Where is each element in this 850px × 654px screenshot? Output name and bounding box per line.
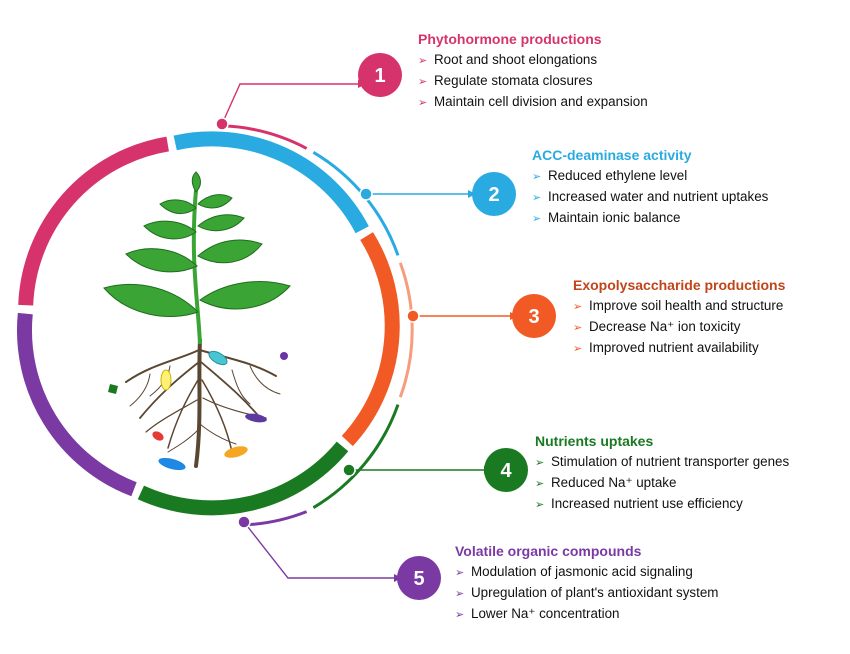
dot-1 — [215, 117, 229, 131]
list-item-text: Increased water and nutrient uptakes — [548, 189, 769, 204]
badge-5-circle — [397, 556, 441, 600]
badge-3-number: 3 — [528, 306, 539, 328]
badge-2-number: 2 — [488, 184, 499, 206]
list-item: ➢ Decrease Na⁺ ion toxicity — [573, 317, 785, 338]
arrow-bullet-icon: ➢ — [573, 301, 583, 313]
step-3-block: Exopolysaccharide productions ➢ Improve s… — [573, 277, 785, 359]
arrow-bullet-icon: ➢ — [532, 213, 542, 225]
dot-2 — [359, 187, 373, 201]
list-item: ➢ Increased nutrient use efficiency — [535, 494, 789, 515]
arrow-bullet-icon: ➢ — [455, 567, 465, 579]
connector-dots — [215, 117, 420, 529]
list-item-text: Reduced ethylene level — [548, 168, 688, 183]
list-item: ➢ Maintain ionic balance — [532, 208, 768, 229]
thin-arc-purple — [242, 510, 308, 527]
microbe-icon — [108, 350, 288, 471]
list-item: ➢ Improve soil health and structure — [573, 296, 785, 317]
step-2-list: ➢ Reduced ethylene level ➢ Increased water… — [532, 166, 768, 229]
thin-arc-cyan — [312, 151, 400, 256]
stem — [191, 189, 202, 345]
arrow-bullet-icon: ➢ — [532, 171, 542, 183]
thin-arc-orange — [398, 262, 414, 398]
badge-1-number: 1 — [374, 65, 385, 87]
step-5-title: Volatile organic compounds — [455, 543, 642, 559]
step-1-block: Phytohormone productions ➢ Root and shoot… — [418, 31, 648, 113]
arrow-bullet-icon: ➢ — [573, 343, 583, 355]
step-2-block: ACC-deaminase activity ➢ Reduced ethylene… — [532, 147, 768, 229]
badge-5-number: 5 — [413, 568, 424, 590]
ring-segment-pink — [18, 136, 169, 306]
list-item-text: Maintain ionic balance — [548, 210, 681, 225]
list-item: ➢ Upregulation of plant's antioxidant sys… — [455, 583, 718, 604]
ring-segment-green — [137, 441, 349, 516]
ring-segment-purple — [17, 312, 137, 497]
list-item-text: Improved nutrient availability — [589, 340, 759, 355]
list-item-text: Regulate stomata closures — [434, 73, 593, 88]
arrow-bullet-icon: ➢ — [573, 322, 583, 334]
step-1-title: Phytohormone productions — [418, 31, 602, 47]
step-5-list: ➢ Modulation of jasmonic acid signaling ➢… — [455, 562, 718, 625]
step-3-list: ➢ Improve soil health and structure ➢ Decr… — [573, 296, 785, 359]
arrow-bullet-icon: ➢ — [418, 76, 428, 88]
connector-5 — [243, 521, 394, 579]
thin-arc-pink — [222, 124, 308, 150]
list-item-text: Improve soil health and structure — [589, 298, 784, 313]
list-item-text: Lower Na⁺ concentration — [471, 606, 620, 621]
step-5-block: Volatile organic compounds ➢ Modulation o… — [455, 543, 718, 625]
arrow-bullet-icon: ➢ — [535, 499, 545, 511]
badge-4-number: 4 — [500, 460, 512, 482]
connector-1 — [221, 83, 358, 125]
arrow-bullet-icon: ➢ — [532, 192, 542, 204]
step-4-list: ➢ Stimulation of nutrient transporter gen… — [535, 452, 789, 515]
list-item: ➢ Lower Na⁺ concentration — [455, 604, 718, 625]
list-item: ➢ Stimulation of nutrient transporter gen… — [535, 452, 789, 473]
arrow-bullet-icon: ➢ — [418, 55, 428, 67]
list-item-text: Maintain cell division and expansion — [434, 94, 648, 109]
list-item: ➢ Regulate stomata closures — [418, 71, 648, 92]
list-item: ➢ Increased water and nutrient uptakes — [532, 187, 768, 208]
list-item-text: Reduced Na⁺ uptake — [551, 475, 677, 490]
list-item-text: Upregulation of plant's antioxidant syst… — [471, 585, 719, 600]
list-item-text: Decrease Na⁺ ion toxicity — [589, 319, 741, 334]
dot-4 — [342, 463, 356, 477]
list-item-text: Modulation of jasmonic acid signaling — [471, 564, 693, 579]
list-item: ➢ Modulation of jasmonic acid signaling — [455, 562, 718, 583]
outer-ring — [17, 131, 400, 516]
list-item: ➢ Improved nutrient availability — [573, 338, 785, 359]
arrow-bullet-icon: ➢ — [455, 588, 465, 600]
arrow-bullet-icon: ➢ — [418, 97, 428, 109]
list-item: ➢ Maintain cell division and expansion — [418, 92, 648, 113]
step-4-block: Nutrients uptakes ➢ Stimulation of nutrie… — [535, 433, 789, 515]
badge-1-circle — [358, 53, 402, 97]
list-item: ➢ Reduced ethylene level — [532, 166, 768, 187]
list-item-text: Stimulation of nutrient transporter gene… — [551, 454, 790, 469]
list-item-text: Increased nutrient use efficiency — [551, 496, 743, 511]
arrow-bullet-icon: ➢ — [455, 609, 465, 621]
connector-arrowheads — [358, 80, 518, 582]
list-item-text: Root and shoot elongations — [434, 52, 598, 67]
list-item: ➢ Reduced Na⁺ uptake — [535, 473, 789, 494]
thin-arc-green — [312, 404, 400, 509]
step-4-title: Nutrients uptakes — [535, 433, 654, 449]
step-1-list: ➢ Root and shoot elongations ➢ Regulate st… — [418, 50, 648, 113]
connectors — [221, 83, 510, 579]
leaves — [103, 171, 291, 317]
ring-segment-cyan — [173, 131, 369, 234]
badge-2-circle — [472, 172, 516, 216]
dot-3 — [406, 309, 420, 323]
arrow-bullet-icon: ➢ — [535, 478, 545, 490]
plant-with-roots-icon — [103, 171, 291, 471]
step-3-title: Exopolysaccharide productions — [573, 277, 786, 293]
badge-4-circle — [484, 448, 528, 492]
arrow-bullet-icon: ➢ — [535, 457, 545, 469]
roots — [125, 338, 281, 468]
number-badges: 1 2 3 4 5 — [358, 53, 556, 600]
list-item: ➢ Root and shoot elongations — [418, 50, 648, 71]
step-2-title: ACC-deaminase activity — [532, 147, 692, 163]
ring-segment-orange — [341, 232, 400, 447]
badge-3-circle — [512, 294, 556, 338]
dot-5 — [237, 515, 251, 529]
